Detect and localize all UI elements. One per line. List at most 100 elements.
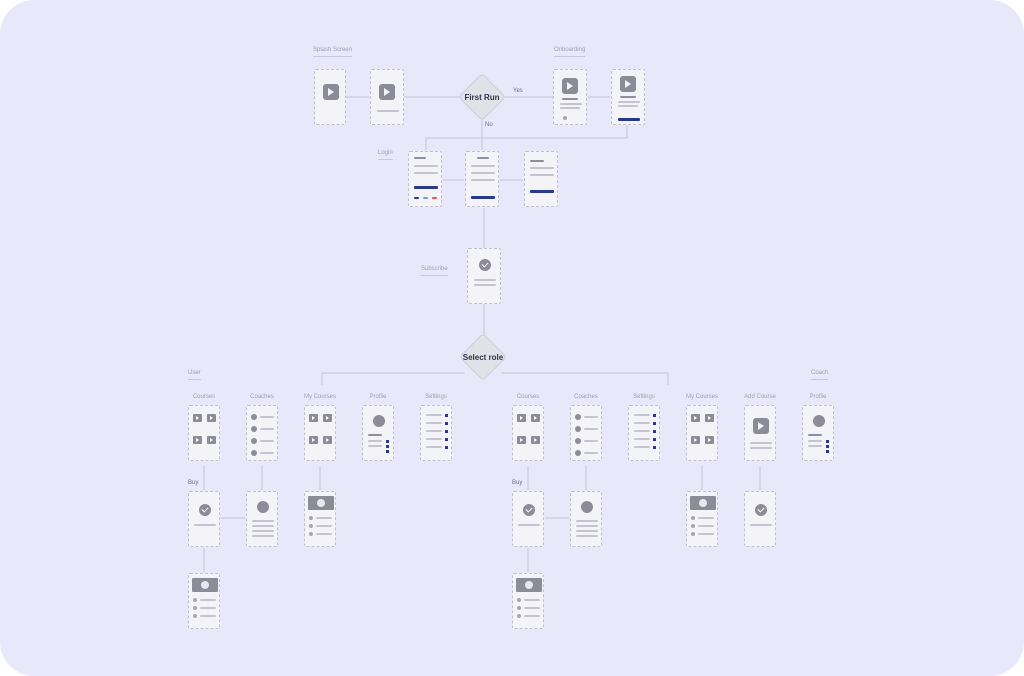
toggle-icon	[653, 430, 656, 433]
toggle-icon	[653, 422, 656, 425]
group-label-coach: Coach	[811, 370, 829, 380]
splash-screen-2[interactable]	[370, 69, 404, 125]
group-label-user: User	[188, 370, 201, 380]
toggle-icon	[445, 446, 448, 449]
user-courses-screen[interactable]	[188, 405, 220, 461]
coach-screen-label-settings: Settings	[633, 394, 655, 400]
coach-add-course-confirm-screen[interactable]	[744, 491, 776, 547]
group-label-splash: Splash Screen	[313, 47, 353, 57]
coach-add-course-screen[interactable]	[744, 405, 776, 461]
avatar-icon	[575, 426, 581, 432]
play-icon	[531, 436, 540, 444]
play-icon	[517, 414, 526, 422]
play-icon	[517, 436, 526, 444]
avatar-icon	[251, 414, 257, 420]
coach-avatar-icon	[581, 501, 593, 513]
video-player-icon	[690, 496, 716, 510]
check-icon	[755, 504, 767, 516]
coach-courses-screen[interactable]	[512, 405, 544, 461]
toggle-icon	[445, 438, 448, 441]
user-screen-label-my-courses: My Courses	[303, 394, 336, 400]
onboarding-screen-1[interactable]	[553, 69, 587, 125]
user-coach-detail-screen[interactable]	[246, 491, 278, 547]
decision-first-run-label: First Run	[464, 93, 500, 102]
play-icon	[705, 436, 714, 444]
profile-avatar-icon	[813, 415, 825, 427]
play-icon	[193, 436, 202, 444]
play-icon	[323, 414, 332, 422]
coach-my-courses-screen[interactable]	[686, 405, 718, 461]
toggle-icon	[445, 422, 448, 425]
play-icon	[705, 414, 714, 422]
coach-avatar-icon	[257, 501, 269, 513]
play-icon	[193, 414, 202, 422]
onboarding-screen-2[interactable]	[611, 69, 645, 125]
user-screen-label-coaches: Coaches	[250, 394, 274, 400]
video-player-icon	[192, 578, 218, 592]
app-logo-icon	[323, 84, 339, 100]
play-icon	[531, 414, 540, 422]
play-icon	[207, 414, 216, 422]
toggle-icon	[653, 414, 656, 417]
login-screen-1[interactable]	[408, 151, 442, 207]
user-my-courses-screen[interactable]	[304, 405, 336, 461]
edge-label-no: No	[485, 122, 493, 128]
app-logo-icon	[379, 84, 395, 100]
coach-buy-confirm-screen[interactable]	[512, 491, 544, 547]
avatar-icon	[251, 426, 257, 432]
coach-profile-screen[interactable]	[802, 405, 834, 461]
toggle-icon	[445, 430, 448, 433]
avatar-icon	[575, 450, 581, 456]
toggle-icon	[653, 446, 656, 449]
toggle-icon	[653, 438, 656, 441]
edge-label-yes: Yes	[513, 88, 523, 94]
primary-button-shape	[618, 118, 640, 121]
play-icon	[309, 414, 318, 422]
coach-screen-label-profile: Profile	[809, 394, 827, 400]
decision-select-role-label: Select role	[462, 353, 504, 362]
play-icon	[691, 436, 700, 444]
play-icon	[207, 436, 216, 444]
app-logo-icon	[620, 76, 636, 92]
group-label-login: Login	[378, 150, 393, 160]
edge-label-buy-user: Buy	[188, 480, 199, 486]
app-logo-icon	[562, 78, 578, 94]
coach-screen-label-add-course: Add Course	[744, 394, 776, 400]
play-icon	[691, 414, 700, 422]
avatar-icon	[575, 438, 581, 444]
user-screen-label-profile: Profile	[369, 394, 387, 400]
check-icon	[479, 259, 491, 271]
coach-screen-label-courses: Courses	[516, 394, 540, 400]
app-logo-icon	[753, 418, 769, 434]
avatar-icon	[575, 414, 581, 420]
user-buy-confirm-screen[interactable]	[188, 491, 220, 547]
user-screen-label-courses: Courses	[192, 394, 216, 400]
edge-label-buy-coach: Buy	[512, 480, 523, 486]
video-player-icon	[516, 578, 542, 592]
login-screen-2[interactable]	[465, 151, 499, 207]
user-coaches-screen[interactable]	[246, 405, 278, 461]
login-screen-3[interactable]	[524, 151, 558, 207]
coach-coaches-screen[interactable]	[570, 405, 602, 461]
group-label-subscribe: Subscribe	[421, 266, 448, 276]
coach-screen-label-coaches: Coaches	[574, 394, 598, 400]
user-course-player-screen[interactable]	[304, 491, 336, 547]
profile-avatar-icon	[373, 415, 385, 427]
user-profile-screen[interactable]	[362, 405, 394, 461]
coach-course-player-screen[interactable]	[686, 491, 718, 547]
splash-screen-1[interactable]	[314, 69, 346, 125]
play-icon	[323, 436, 332, 444]
coach-coach-detail-screen[interactable]	[570, 491, 602, 547]
play-icon	[309, 436, 318, 444]
check-icon	[199, 504, 211, 516]
user-course-lesson-screen[interactable]	[188, 573, 220, 629]
group-label-onboarding: Onboarding	[554, 47, 586, 57]
subscribe-screen[interactable]	[467, 248, 501, 304]
avatar-icon	[251, 450, 257, 456]
coach-settings-screen[interactable]	[628, 405, 660, 461]
user-settings-screen[interactable]	[420, 405, 452, 461]
coach-course-lesson-screen[interactable]	[512, 573, 544, 629]
check-icon	[523, 504, 535, 516]
